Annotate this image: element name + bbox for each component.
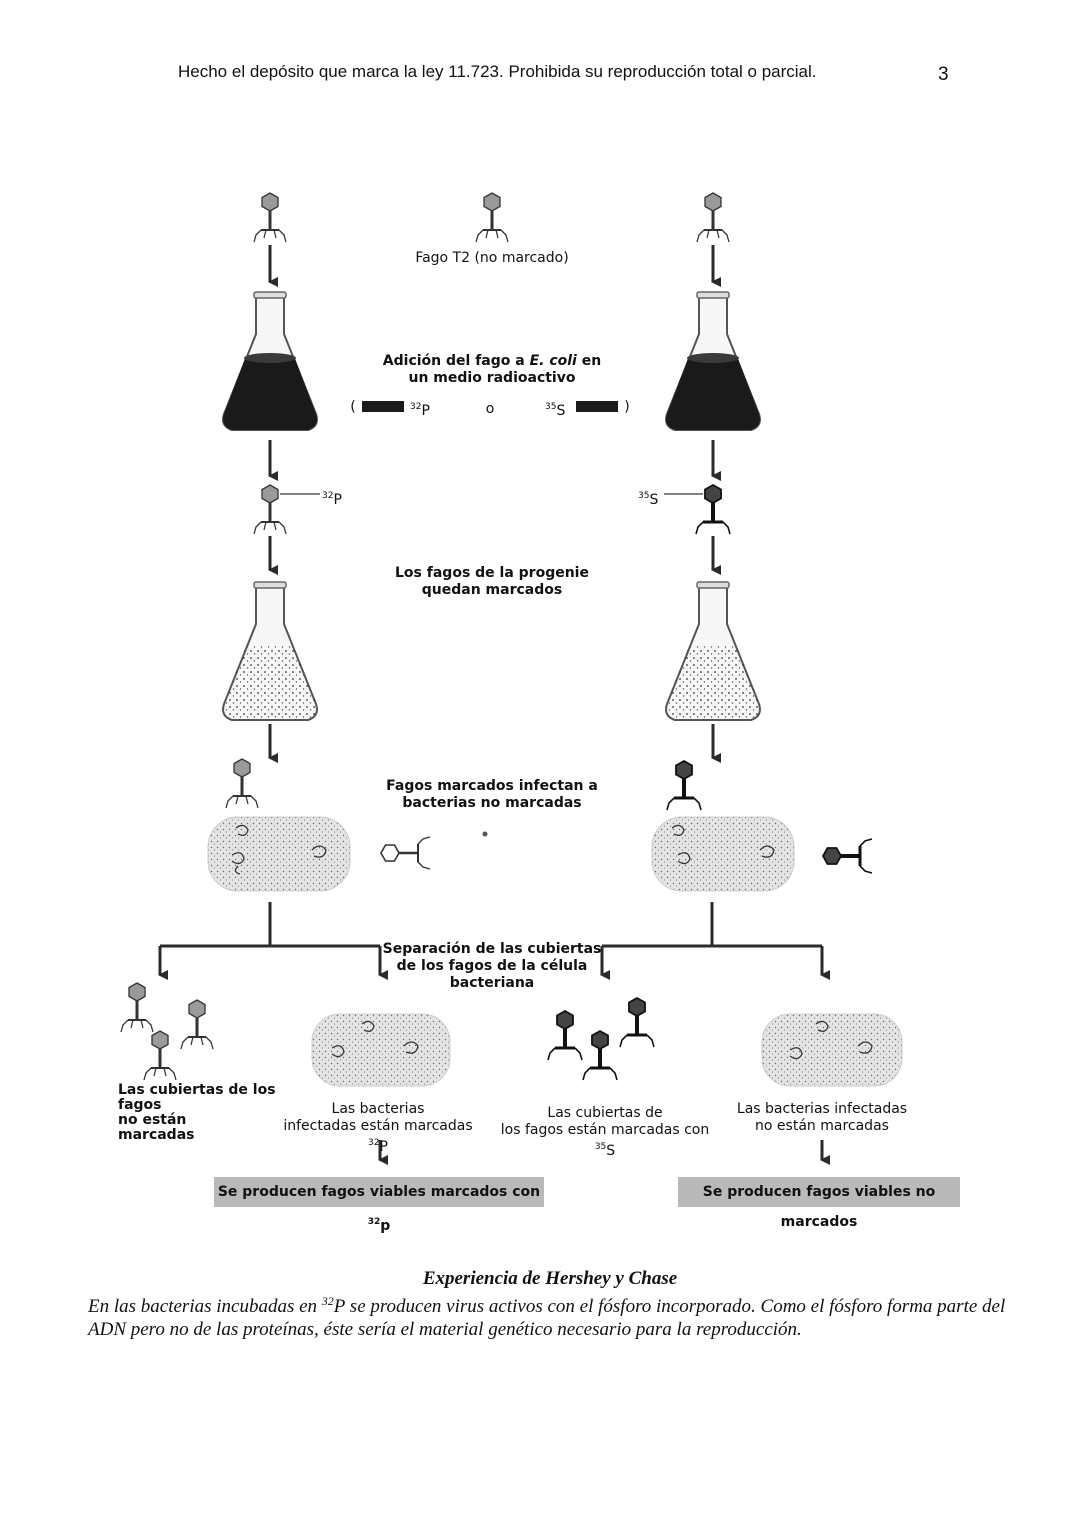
phage-t2-right [695, 191, 731, 244]
legend-p32-mass: 32 [410, 402, 422, 412]
caption-body: En las bacterias incubadas en 32P se pro… [88, 1290, 1028, 1341]
separation-tree-right [600, 902, 830, 980]
phage-coat-unlabeled-1 [119, 981, 155, 1034]
result-left-text: Se producen fagos viables marcados con [217, 1184, 541, 1200]
label-bacteria-unlabeled-line1: Las bacterias infectadas [736, 1101, 908, 1117]
phage-coat-labeled-2 [618, 996, 656, 1049]
label-coats-unlabeled-line3: marcadas [118, 1127, 195, 1143]
label-addition: Adición del fago a E. coli en un medio r… [372, 353, 612, 387]
phage-coat-labeled-3 [581, 1029, 619, 1082]
separation-tree-left [158, 902, 388, 980]
phage-coat-labeled-1 [546, 1009, 584, 1062]
flask-progeny-left [222, 581, 318, 721]
label-phage-t2-text: Fago T2 (no marcado) [415, 250, 569, 266]
label-bacteria-unlabeled: Las bacterias infectadas no están marcad… [732, 1101, 912, 1135]
label-separation-line2: de los fagos de la célula [396, 958, 588, 974]
result-banner-right: Se producen fagos viables no marcados [678, 1177, 960, 1230]
caption-body-mass: 32 [321, 1294, 334, 1308]
label-addition-end: en [576, 353, 602, 369]
phage-p32-labeled [252, 483, 288, 536]
label-bacteria-unlabeled-line2: no están marcadas [755, 1118, 889, 1134]
legend-open-paren: ( [350, 399, 356, 415]
label-coats-s35-line1: Las cubiertas de [547, 1105, 663, 1121]
phage-s35-labeled [694, 483, 732, 536]
caption-body-rest: P se producen virus activos con el fósfo… [88, 1296, 1006, 1340]
phage-attached-left [379, 835, 432, 871]
label-bacteria-p32-line2: infectadas están marcadas [283, 1118, 473, 1134]
label-ecoli: E. coli [529, 353, 577, 369]
label-coats-s35: Las cubiertas de los fagos están marcada… [490, 1105, 720, 1160]
bacterium-p32-labeled [311, 1013, 451, 1087]
label-infect-line1: Fagos marcados infectan a [386, 778, 598, 794]
phage-t2-center [474, 191, 510, 244]
legend-s35-mass: 35 [545, 402, 557, 412]
flask-radioactive-left [222, 291, 318, 431]
result-left-symbol: p [380, 1218, 391, 1234]
label-progeny-line2: quedan marcados [421, 582, 563, 598]
label-separation: Separación de las cubiertas de los fagos… [382, 941, 602, 992]
legend-p32: 32P [410, 399, 440, 420]
label-bacteria-p32-symbol: P [379, 1139, 388, 1155]
label-coats-unlabeled-line1: Las cubiertas de los fagos [118, 1082, 276, 1113]
label-infect-line2: bacterias no marcadas [402, 795, 582, 811]
tag-s35: 35S [638, 488, 664, 509]
caption-body-start: En las bacterias incubadas en [88, 1296, 322, 1317]
label-bacteria-p32-mass: 32 [368, 1138, 380, 1148]
result-left-mass: 32 [367, 1217, 381, 1227]
label-coats-unlabeled: Las cubiertas de los fagos no están marc… [118, 1083, 318, 1143]
label-coats-s35-mass: 35 [594, 1142, 607, 1152]
tag-p32-mass: 32 [322, 491, 334, 501]
phage-attached-right [821, 837, 874, 875]
tag-s35-symbol: S [649, 492, 659, 508]
flask-radioactive-right [665, 291, 761, 431]
tag-p32-symbol: P [333, 492, 342, 508]
label-infect: Fagos marcados infectan a bacterias no m… [382, 778, 602, 812]
phage-infecting-right [665, 759, 703, 812]
bacterium-infected-right [651, 816, 795, 892]
label-coats-s35-symbol: S [606, 1143, 616, 1159]
legend-p32-symbol: P [421, 403, 430, 419]
legend-bar-p32 [362, 401, 404, 412]
tag-p32: 32P [322, 488, 352, 509]
bacterium-infected-left [207, 816, 351, 892]
phage-t2-left [252, 191, 288, 244]
caption-title: Experiencia de Hershey y Chase [422, 1268, 678, 1289]
label-progeny: Los fagos de la progenie quedan marcados [382, 565, 602, 599]
label-separation-line1: Separación de las cubiertas [382, 941, 602, 957]
bacterium-unlabeled [761, 1013, 903, 1087]
legend-close-paren: ) [624, 399, 630, 415]
label-addition-line2: un medio radioactivo [408, 370, 576, 386]
label-coats-s35-line2: los fagos están marcadas con [500, 1122, 710, 1138]
result-banner-left: Se producen fagos viables marcados con 3… [214, 1177, 544, 1234]
label-coats-unlabeled-line2: no están [118, 1112, 187, 1128]
phage-infecting-left [224, 757, 260, 810]
phage-coat-unlabeled-3 [142, 1029, 178, 1082]
label-bacteria-p32: Las bacterias infectadas están marcadas … [272, 1101, 484, 1156]
label-progeny-line1: Los fagos de la progenie [395, 565, 589, 581]
legend-s35-symbol: S [556, 403, 566, 419]
page-number: 3 [938, 64, 949, 85]
label-phage-t2: Fago T2 (no marcado) [412, 250, 572, 267]
label-separation-line3: bacteriana [449, 975, 535, 991]
legend-or: o [485, 401, 495, 417]
label-addition-text: Adición del fago a [382, 353, 530, 369]
tag-s35-mass: 35 [638, 491, 650, 501]
flask-progeny-right [665, 581, 761, 721]
legend-bar-s35 [576, 401, 618, 412]
result-right-text: Se producen fagos viables no marcados [702, 1184, 936, 1230]
label-bacteria-p32-line1: Las bacterias [331, 1101, 425, 1117]
header-notice: Hecho el depósito que marca la ley 11.72… [178, 62, 817, 81]
phage-coat-unlabeled-2 [179, 998, 215, 1051]
legend-s35: 35S [545, 399, 575, 420]
speck [482, 831, 488, 837]
